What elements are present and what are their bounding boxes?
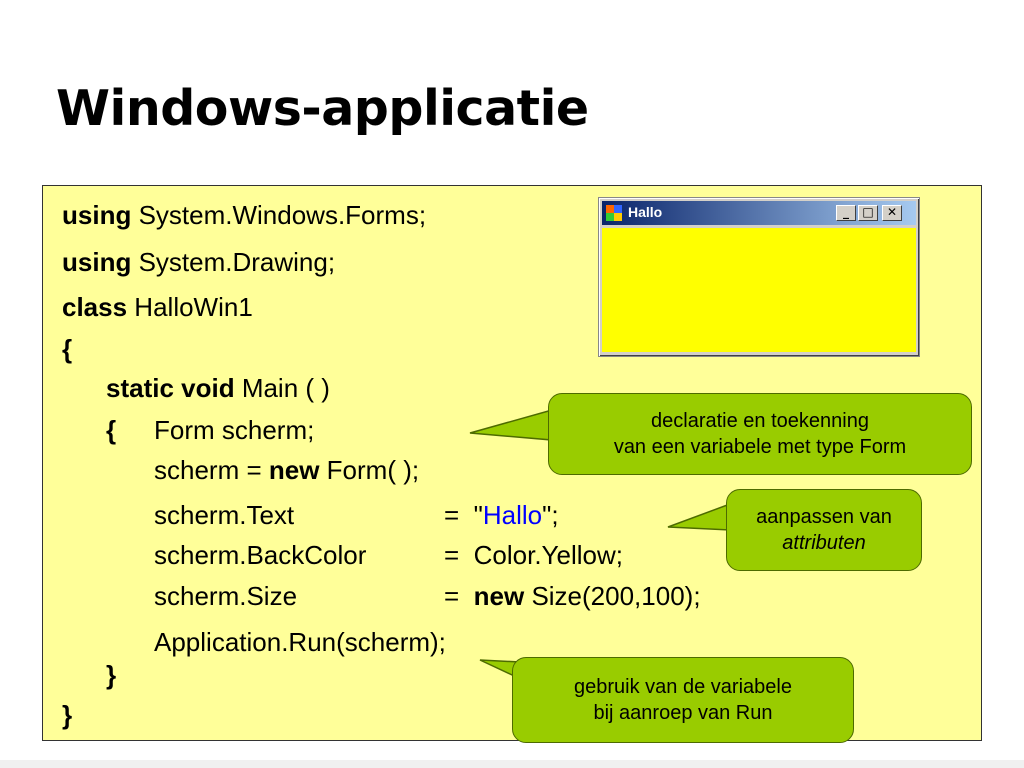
close-button[interactable]: ✕: [882, 205, 902, 221]
code-line-6: Form scherm;: [154, 415, 315, 445]
code-text: HalloWin1: [127, 292, 253, 322]
code-text: Size(200,100);: [524, 581, 701, 611]
keyword: using: [62, 200, 132, 230]
code-text: =: [444, 581, 474, 611]
code-line-8-lhs: scherm.Text: [154, 500, 295, 530]
window-titlebar: Hallo _ □ ✕: [602, 201, 916, 225]
code-line-9-rhs: = Color.Yellow;: [444, 540, 623, 570]
callout-text-line: aanpassen van: [756, 506, 892, 528]
callout-run-usage: gebruik van de variabele bij aanroep van…: [512, 657, 854, 743]
code-line-13: }: [62, 700, 73, 730]
callout-declaration: declaratie en toekenning van een variabe…: [548, 393, 972, 475]
callout-text-line: bij aanroep van Run: [593, 702, 773, 724]
code-line-10-lhs: scherm.Size: [154, 581, 298, 611]
slide-bottom-strip: [0, 760, 1024, 768]
keyword: new: [473, 581, 525, 611]
callout-text-line: van een variabele met type Form: [613, 436, 907, 458]
window-title: Hallo: [628, 204, 663, 220]
code-line-12: }: [106, 660, 117, 690]
callout-text-line: attributen: [782, 532, 866, 554]
keyword: static void: [106, 373, 235, 403]
code-line-10-rhs: = new Size(200,100);: [444, 581, 701, 611]
code-text: scherm =: [154, 455, 269, 485]
string-literal: Hallo: [482, 500, 543, 530]
code-line-8-rhs: = "Hallo";: [444, 500, 559, 530]
code-line-11: Application.Run(scherm);: [154, 627, 446, 657]
window-app-icon: [606, 205, 622, 221]
keyword: class: [62, 292, 128, 322]
code-line-6-brace: {: [106, 415, 117, 445]
callout-text-line: declaratie en toekenning: [651, 410, 869, 432]
maximize-button[interactable]: □: [858, 205, 878, 221]
keyword: using: [62, 247, 132, 277]
keyword: new: [268, 455, 320, 485]
code-line-9-lhs: scherm.BackColor: [154, 540, 367, 570]
form-window-preview: Hallo _ □ ✕: [598, 197, 920, 357]
slide-title: Windows-applicatie: [56, 80, 589, 137]
code-line-1: using System.Windows.Forms;: [62, 200, 426, 230]
window-client-area: [602, 228, 916, 352]
code-text: Main ( ): [234, 373, 330, 403]
callout-text-line: gebruik van de variabele: [574, 676, 792, 698]
code-text: ";: [542, 500, 559, 530]
code-text: System.Drawing;: [131, 247, 336, 277]
minimize-button[interactable]: _: [836, 205, 856, 221]
code-line-4: {: [62, 334, 73, 364]
code-line-2: using System.Drawing;: [62, 247, 335, 277]
code-line-7: scherm = new Form( );: [154, 455, 419, 485]
code-text: = ": [444, 500, 483, 530]
callout-attributes: aanpassen van attributen: [726, 489, 922, 571]
code-line-3: class HalloWin1: [62, 292, 253, 322]
code-text: System.Windows.Forms;: [131, 200, 427, 230]
code-text: Form( );: [319, 455, 420, 485]
code-line-5: static void Main ( ): [106, 373, 330, 403]
